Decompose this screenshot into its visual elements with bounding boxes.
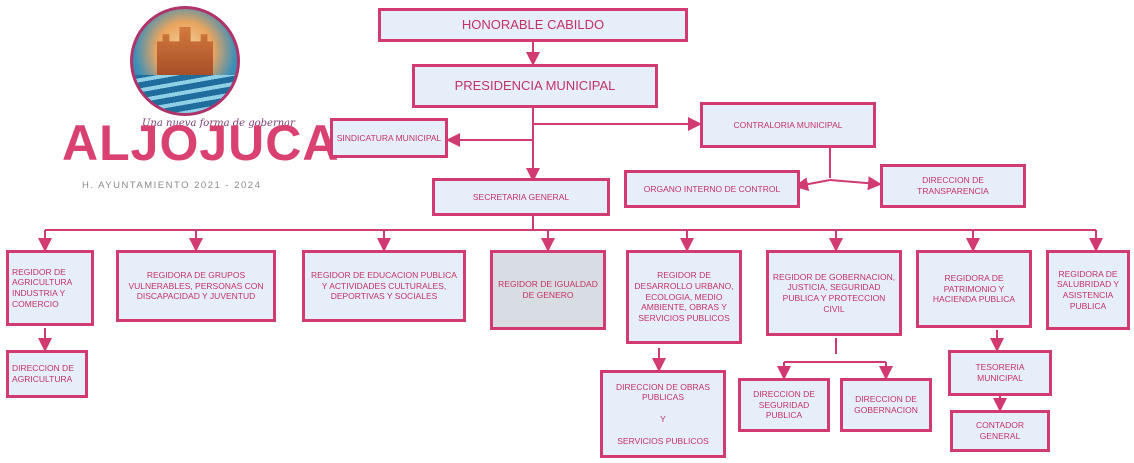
water-waves-icon: [133, 75, 237, 113]
castle-icon: [157, 27, 213, 75]
regidora-patrimonio-box: REGIDORA DE PATRIMONIO Y HACIENDA PUBLIC…: [916, 250, 1032, 328]
regidor-desarrollo-urbano-box: REGIDOR DE DESARROLLO URBANO, ECOLOGIA, …: [626, 250, 742, 344]
logo-tagline: Una nueva forma de gobernar: [142, 118, 295, 129]
sindicatura-municipal-box: SINDICATURA MUNICIPAL: [330, 118, 448, 158]
direccion-agricultura-box: DIRECCION DE AGRICULTURA: [6, 350, 88, 398]
direccion-obras-publicas-box: DIRECCION DE OBRAS PUBLICAS Y SERVICIOS …: [600, 370, 726, 458]
contador-general-box: CONTADOR GENERAL: [950, 410, 1050, 452]
direccion-seguridad-publica-box: DIRECCION DE SEGURIDAD PUBLICA: [738, 378, 830, 432]
regidor-gobernacion-box: REGIDOR DE GOBERNACION, JUSTICIA, SEGURI…: [766, 250, 902, 336]
logo-subtitle: H. AYUNTAMIENTO 2021 - 2024: [82, 180, 262, 191]
direccion-gobernacion-box: DIRECCION DE GOBERNACION: [840, 378, 932, 432]
secretaria-general-box: SECRETARIA GENERAL: [432, 178, 610, 216]
regidor-educacion-publica-box: REGIDOR DE EDUCACION PUBLICA Y ACTIVIDAD…: [302, 250, 466, 322]
logo-name: ALJOJUCA: [62, 115, 340, 171]
contraloria-municipal-box: CONTRALORIA MUNICIPAL: [700, 102, 876, 148]
regidora-grupos-vulnerables-box: REGIDORA DE GRUPOS VULNERABLES, PERSONAS…: [116, 250, 276, 322]
regidor-igualdad-genero-box: REGIDOR DE IGUALDAD DE GENERO: [490, 250, 606, 330]
regidora-salubridad-box: REGIDORA DE SALUBRIDAD Y ASISTENCIA PUBL…: [1046, 250, 1130, 330]
logo-emblem-icon: [130, 6, 240, 116]
tesoreria-municipal-box: TESORERIA MUNICIPAL: [948, 350, 1052, 396]
presidencia-municipal-box: PRESIDENCIA MUNICIPAL: [412, 64, 658, 108]
honorable-cabildo-box: HONORABLE CABILDO: [378, 8, 688, 42]
organo-interno-de-control-box: ORGANO INTERNO DE CONTROL: [624, 170, 800, 208]
regidor-agricultura-box: REGIDOR DE AGRICULTURA INDUSTRIA Y COMER…: [6, 250, 94, 326]
direccion-de-transparencia-box: DIRECCION DE TRANSPARENCIA: [880, 164, 1026, 208]
municipal-logo: Una nueva forma de gobernar ALJOJUCA H. …: [0, 0, 338, 210]
